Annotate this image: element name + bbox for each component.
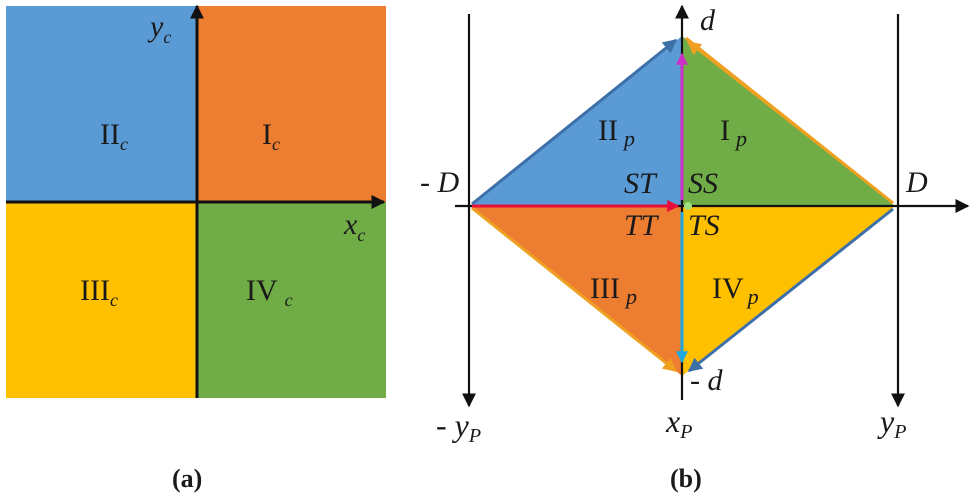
quadrant-II-c-label: IIc [100,118,128,154]
label-d-bottom: - d [690,364,723,397]
edge-left-bottom-arrow [471,206,678,373]
label-d-top: d [700,4,716,37]
axis-neg-yp-label: - yP [436,407,481,447]
quadrant-I-c-label: Ic [262,118,280,154]
caption-a: (a) [172,464,202,493]
quadrant-III-c-label: IIIc [80,274,118,310]
quadrant-I-c [197,6,386,202]
axis-xp-label: xP [665,403,692,443]
axis-yc-label: yc [147,10,171,47]
quadrant-III-c [6,202,197,398]
label-D-left: - D [420,166,459,199]
label-st: ST [624,167,658,200]
label-ss: SS [688,167,718,200]
label-D-right: D [905,166,928,199]
quadrant-II-c [6,6,197,202]
label-tt: TT [624,209,660,242]
axis-xc-label: xc [343,208,365,245]
quadrant-IV-c-label: IV c [246,274,293,310]
center-dot [684,202,692,210]
label-ts: TS [688,209,720,242]
caption-b: (b) [670,464,702,493]
edge-right-bottom-arrow [687,207,894,373]
quadrant-IV-c [197,202,386,398]
panel-a: yc xc IIc Ic IIIc IV c (a) [6,4,386,493]
edge-top-right-arrow [686,41,894,204]
edge-top-left-arrow [471,38,678,206]
axis-yp-label: yP [877,403,906,443]
